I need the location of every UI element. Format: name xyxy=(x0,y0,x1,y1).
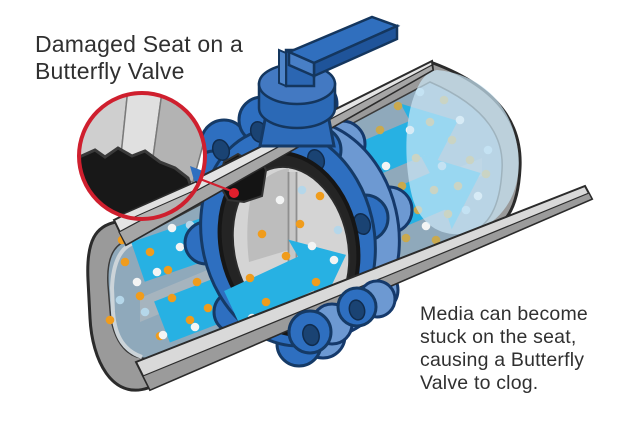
media-particle xyxy=(297,185,307,195)
media-particle xyxy=(315,191,325,201)
media-particle xyxy=(421,221,431,231)
callout-content xyxy=(79,93,205,219)
media-particle xyxy=(311,277,321,287)
media-particle xyxy=(190,322,200,332)
callout xyxy=(77,91,239,221)
media-particle xyxy=(203,303,213,313)
media-particle xyxy=(401,233,411,243)
media-particle xyxy=(135,291,145,301)
media-particle xyxy=(167,293,177,303)
callout-pointer-dot xyxy=(229,188,239,198)
media-particle xyxy=(307,241,317,251)
media-particle xyxy=(192,277,202,287)
media-particle xyxy=(393,101,403,111)
disc-stem xyxy=(288,172,296,322)
foot-bolt-hole xyxy=(348,299,366,321)
callout-pointer-line xyxy=(199,177,235,194)
media-particle xyxy=(245,273,255,283)
valve-stem-side xyxy=(278,48,287,88)
media-particle xyxy=(167,223,177,233)
media-particle xyxy=(163,265,173,275)
pipe-end-inner-lip xyxy=(109,241,143,359)
media-particle xyxy=(140,307,150,317)
media-particle xyxy=(152,267,162,277)
media-particle xyxy=(132,277,142,287)
media-particle xyxy=(158,330,168,340)
diagram-title: Damaged Seat on a Butterfly Valve xyxy=(35,31,243,85)
media-particle xyxy=(381,161,391,171)
handle-lever-end xyxy=(287,50,316,78)
foot-bolt-hole xyxy=(302,323,320,347)
media-particle xyxy=(333,225,343,235)
media-plume xyxy=(406,70,519,235)
media-particle xyxy=(295,219,305,229)
media-particle xyxy=(261,297,271,307)
media-particle xyxy=(275,195,285,205)
media-particle xyxy=(175,242,185,252)
media-particle xyxy=(329,255,339,265)
media-particle xyxy=(281,251,291,261)
media-particle xyxy=(145,247,155,257)
media-particle xyxy=(105,315,115,325)
media-particle xyxy=(120,257,130,267)
media-particle xyxy=(185,315,195,325)
diagram-caption: Media can become stuck on the seat, caus… xyxy=(420,303,588,394)
callout-magnifier-circle xyxy=(77,91,207,221)
valve-neck-and-handle xyxy=(257,15,401,148)
valve-feet xyxy=(287,279,397,355)
media-particle xyxy=(257,229,267,239)
media-particle xyxy=(431,235,441,245)
media-particle xyxy=(115,295,125,305)
media-particle xyxy=(375,125,385,135)
